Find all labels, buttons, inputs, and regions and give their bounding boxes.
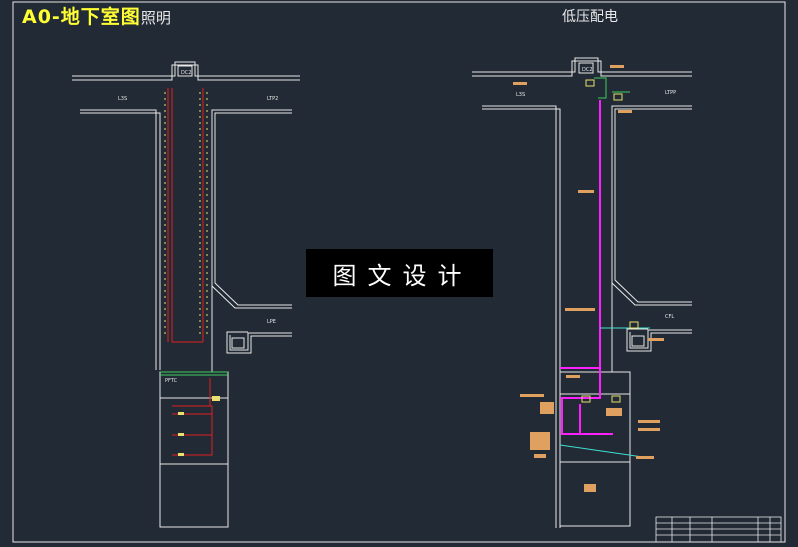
annot-9 <box>534 454 546 458</box>
green-line-a <box>594 77 607 99</box>
left-top-wall-inner <box>72 64 300 81</box>
annot-1 <box>610 65 624 68</box>
right-label-mid-right: CFL <box>665 314 674 320</box>
sheet-title-right: 低压配电 <box>562 9 618 25</box>
annot-3 <box>578 190 594 193</box>
title-block-frame <box>655 516 782 543</box>
right-label-left: L3S <box>516 92 525 98</box>
sym-1 <box>585 79 595 87</box>
sheet-title: A0-地下室图照明 <box>22 2 171 29</box>
left-branch-wall-c <box>211 109 292 309</box>
annot-6 <box>520 394 544 397</box>
right-lower-wall-a <box>629 329 692 349</box>
sym-4 <box>581 395 591 403</box>
lighting-small-symbols <box>178 396 220 456</box>
sym-2 <box>613 93 623 101</box>
annot-14 <box>606 408 622 416</box>
distribution-symbols <box>581 79 639 403</box>
left-branch-wall-d <box>214 112 292 306</box>
title-block <box>655 516 782 543</box>
annot-5 <box>566 375 580 378</box>
right-branch-wall-c <box>611 105 692 306</box>
annot-12 <box>636 456 654 459</box>
right-top-wall-outer <box>472 57 692 73</box>
annot-16 <box>618 110 632 113</box>
left-top-wall-outer <box>72 61 300 77</box>
left-branch-wall-b <box>80 112 161 370</box>
right-equipment-room <box>559 371 631 463</box>
annot-7 <box>540 402 554 414</box>
lighting-fixtures <box>164 92 208 338</box>
right-label-right: LTPP <box>665 90 676 96</box>
annot-11 <box>638 428 660 431</box>
left-branch-wall-a <box>80 109 157 370</box>
symbol-2 <box>178 433 184 436</box>
right-lower-wall-b <box>626 328 692 352</box>
right-top-room <box>578 62 594 74</box>
cyan-line-2 <box>559 444 651 459</box>
left-room-top-label: DC2 <box>181 70 192 76</box>
distribution-cables <box>560 100 613 435</box>
sym-3 <box>629 321 639 329</box>
right-room-top-label: DC2 <box>582 67 593 73</box>
lighting-green-lines <box>160 371 228 376</box>
sheet-title-suffix: 照明 <box>140 9 171 27</box>
right-pit <box>559 461 631 527</box>
distribution-thin-lines <box>559 327 651 459</box>
left-label-left: L3S <box>118 96 127 102</box>
left-equipment-room <box>159 371 229 465</box>
lighting-labels: DC2 L3S LTP2 LPE PFTC <box>118 70 278 384</box>
annot-8 <box>530 432 550 450</box>
lighting-loop-1 <box>172 405 213 456</box>
left-top-room <box>177 65 193 77</box>
distribution-green-lines <box>594 77 630 99</box>
sheet-title-main: A0-地下室图 <box>22 6 141 28</box>
annot-15 <box>648 338 664 341</box>
annot-13 <box>584 484 596 492</box>
annot-2 <box>513 82 527 85</box>
sheet-border <box>12 1 786 543</box>
watermark-banner: 图文设计 <box>306 249 493 297</box>
left-lower-room <box>231 337 245 349</box>
left-lower-wall-a <box>229 332 292 351</box>
distribution-annotations <box>513 65 664 492</box>
lighting-plan <box>72 61 300 528</box>
right-branch-wall-b <box>482 108 561 528</box>
distribution-plan <box>472 57 692 528</box>
sym-5 <box>611 395 621 403</box>
left-label-right: LTP2 <box>267 96 278 102</box>
left-lower-wall-b <box>226 331 292 354</box>
left-label-mid-right: LPE <box>267 319 276 325</box>
left-label-lower: PFTC <box>165 378 178 384</box>
annot-4 <box>565 308 595 311</box>
lighting-circuits <box>167 88 213 456</box>
symbol-1 <box>178 412 184 415</box>
symbol-4 <box>212 396 220 401</box>
right-top-wall-inner <box>472 60 692 77</box>
annot-10 <box>638 420 660 423</box>
right-branch-wall-d <box>614 108 692 303</box>
right-lower-room <box>631 335 645 347</box>
distribution-labels: DC2 L3S LTPP CFL <box>516 67 676 320</box>
symbol-3 <box>178 453 184 456</box>
right-branch-wall-a <box>482 105 557 528</box>
left-pit <box>159 463 229 528</box>
